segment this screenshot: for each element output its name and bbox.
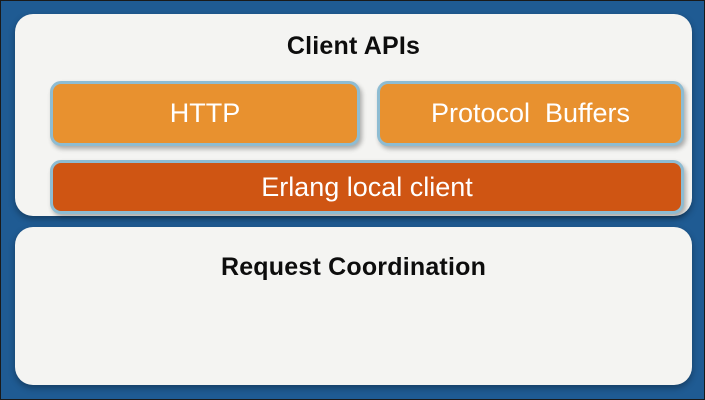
box-http[interactable]: HTTP: [50, 81, 360, 146]
panel-title-request-coordination: Request Coordination: [220, 253, 487, 281]
panel-request-coordination: Request Coordination get put delete: [15, 227, 692, 385]
box-erlang-local-client[interactable]: Erlang local client: [50, 160, 684, 214]
box-protocol-buffers[interactable]: Protocol Buffers: [377, 81, 684, 146]
panel-title-client-apis: Client APIs: [286, 32, 421, 60]
panel-client-apis: Client APIs HTTP Protocol Buffers Erlang…: [15, 14, 692, 216]
